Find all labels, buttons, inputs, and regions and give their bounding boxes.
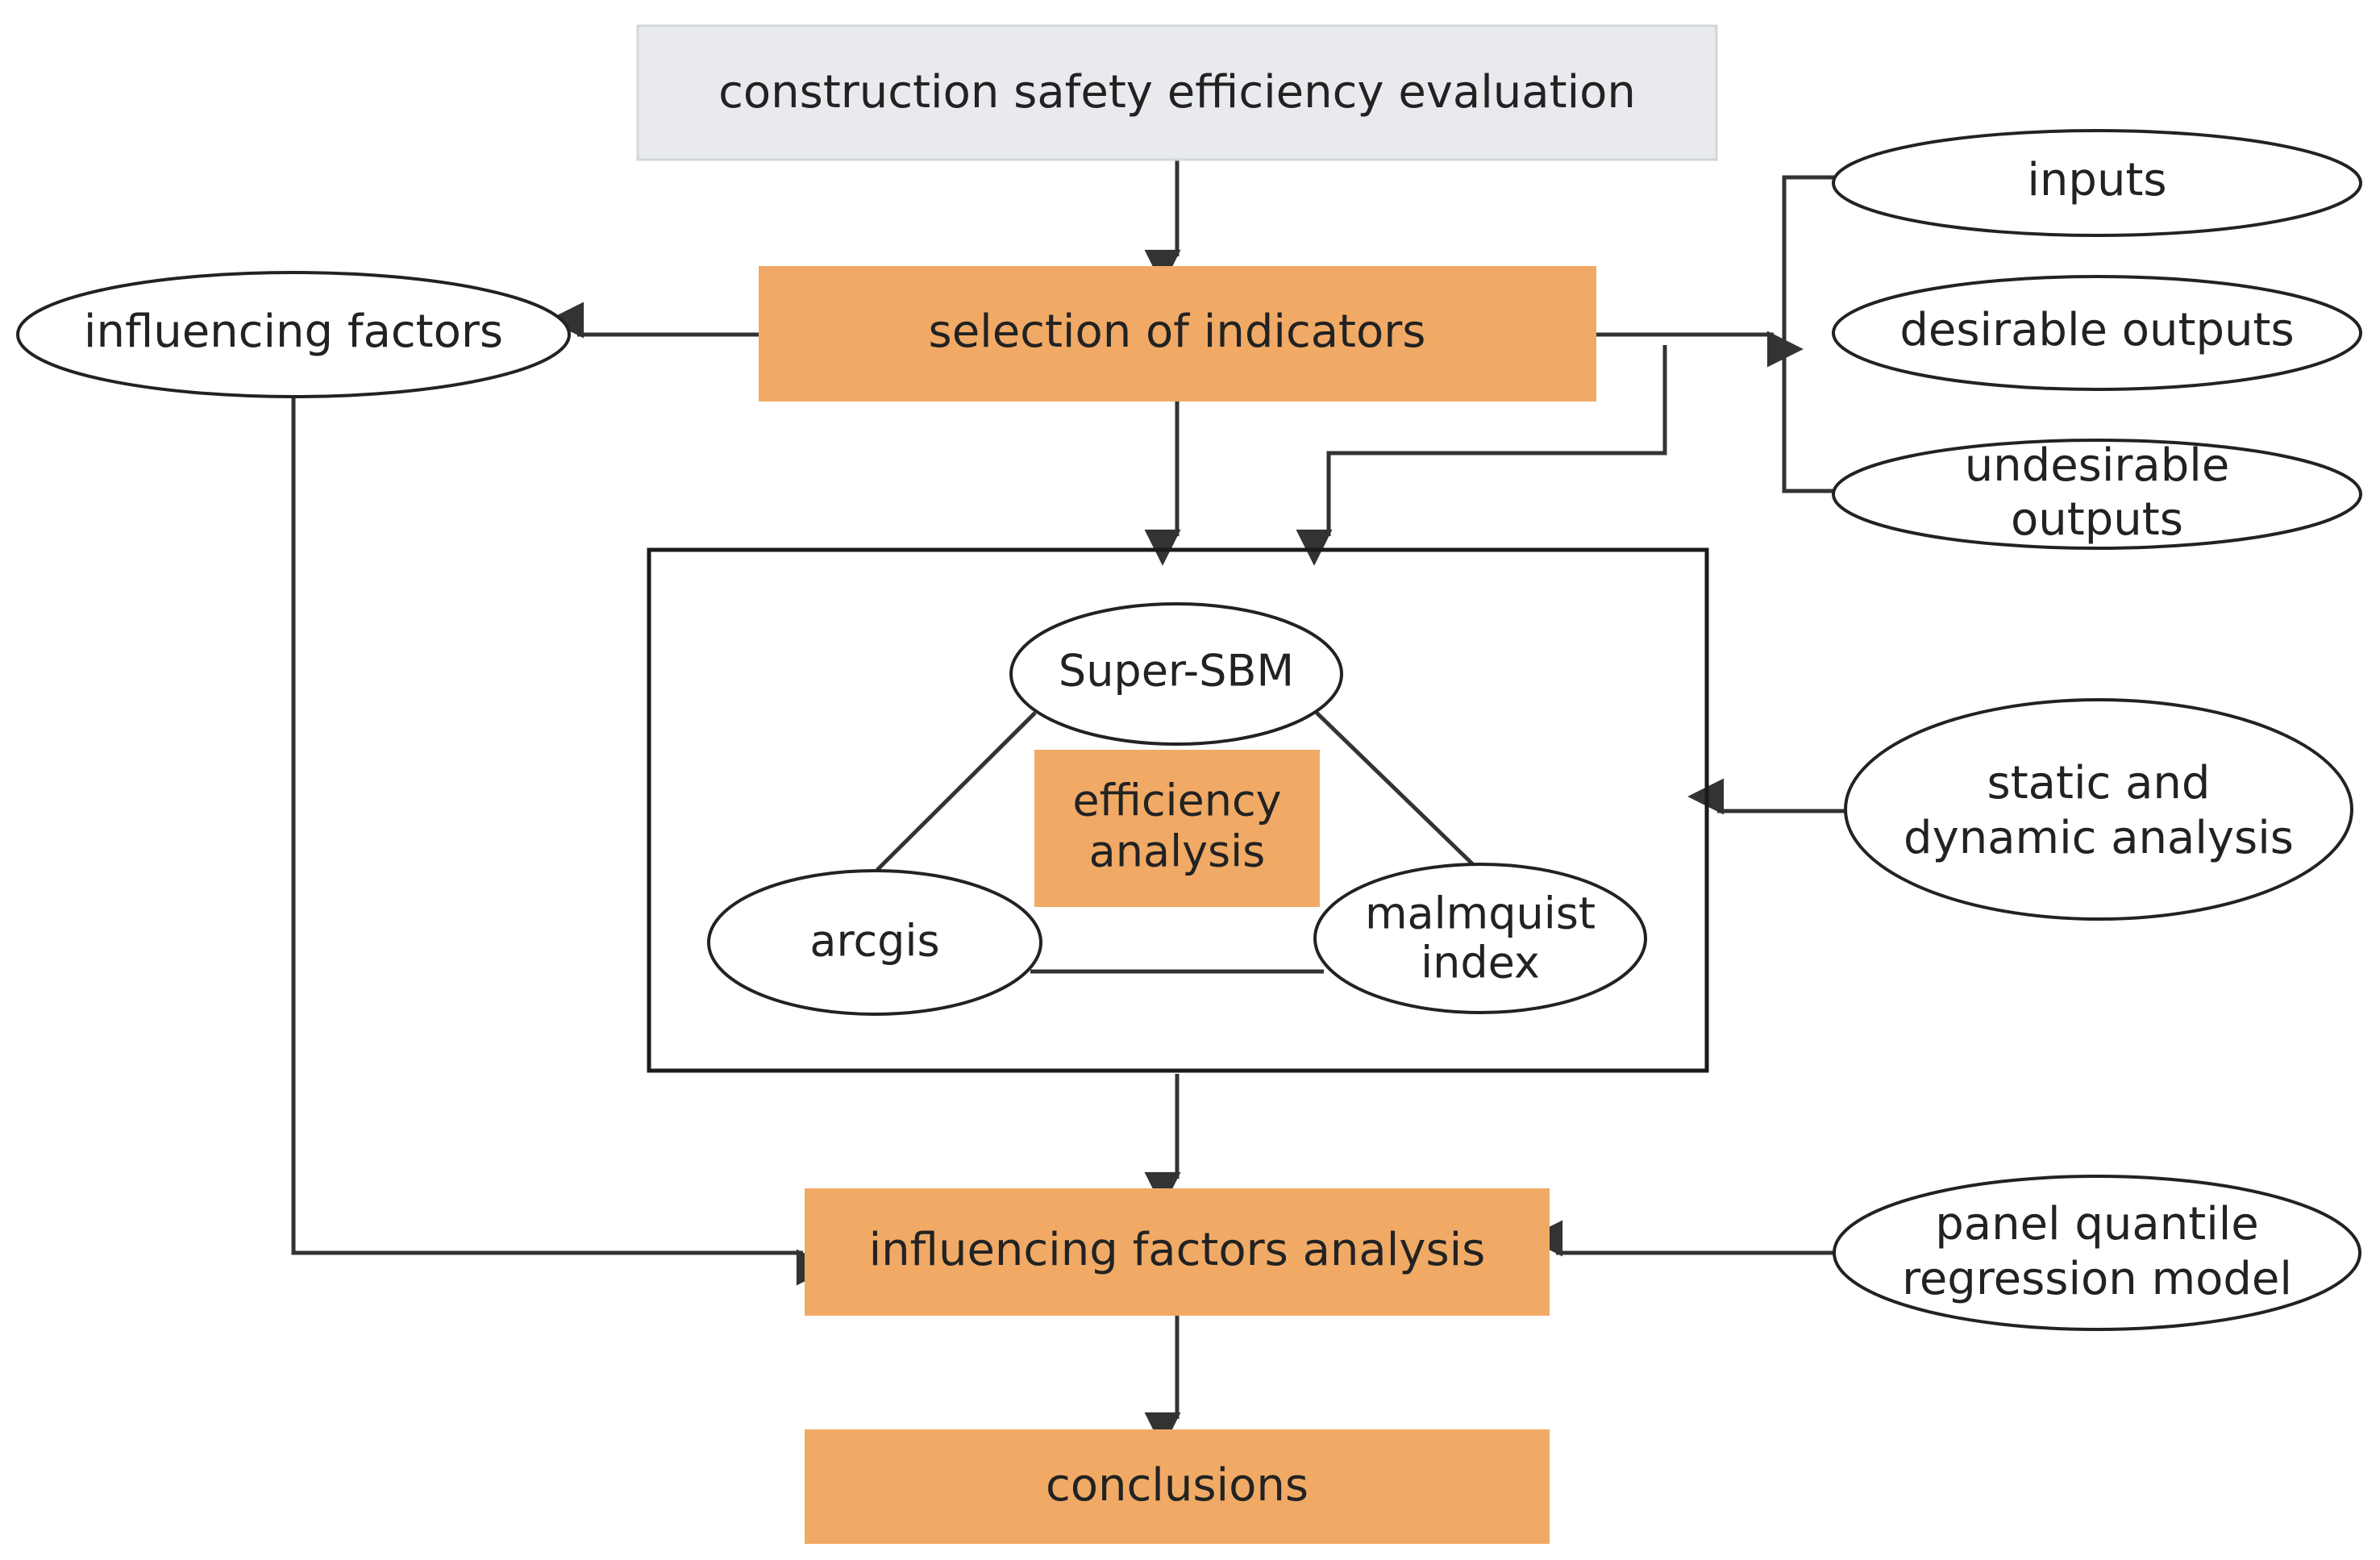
influencing-analysis-node: influencing factors analysis [805,1188,1550,1316]
static-dynamic-label-line1: static and [1987,757,2211,809]
malmquist-node: malmquist index [1313,863,1647,1014]
undesirable-outputs-label-line2: outputs [2011,493,2183,546]
selection-node: selection of indicators [759,266,1596,401]
outputs-bracket [1782,175,1834,493]
desirable-outputs-node: desirable outputs [1832,275,2362,391]
connectors [291,160,1848,1449]
static-dynamic-node: static and dynamic analysis [1844,698,2353,921]
influencing-factors-node: influencing factors [16,271,571,398]
arrow-outputs-to-efficiency-frame [1296,345,1667,566]
panel-quantile-label-line1: panel quantile [1935,1198,2259,1250]
efficiency-analysis-node: efficiency analysis [1034,750,1320,907]
efficiency-analysis-label-line1: efficiency [1072,776,1281,826]
efficiency-analysis-label-line2: analysis [1089,826,1266,877]
selection-label: selection of indicators [929,306,1426,358]
arcgis-label: arcgis [809,916,939,967]
malmquist-label-line1: malmquist [1365,888,1596,939]
conclusions-label: conclusions [1046,1459,1309,1512]
triangle-edge-sbm-malmquist [1315,711,1480,872]
panel-quantile-node: panel quantile regression model [1833,1175,2361,1331]
efficiency-frame [647,547,1709,1073]
evaluation-node: construction safety efficiency evaluatio… [636,24,1718,161]
influencing-analysis-label: influencing factors analysis [869,1224,1486,1276]
static-dynamic-label-line2: dynamic analysis [1904,812,2294,864]
malmquist-label-line2: index [1421,938,1540,988]
inputs-label: inputs [2027,154,2166,206]
influencing-factors-label: influencing factors [84,306,503,358]
conclusions-node: conclusions [805,1429,1550,1544]
super-sbm-label: Super-SBM [1059,646,1294,697]
undesirable-outputs-label-line1: undesirable [1965,439,2230,492]
triangle-edge-sbm-arcgis [876,711,1037,872]
desirable-outputs-label: desirable outputs [1899,304,2294,356]
evaluation-label: construction safety efficiency evaluatio… [718,66,1636,119]
arcgis-node: arcgis [707,869,1042,1016]
arrow-influencing-factors-to-analysis [291,397,833,1286]
panel-quantile-label-line2: regression model [1902,1253,2292,1305]
super-sbm-node: Super-SBM [1009,602,1343,746]
undesirable-outputs-node: undesirable outputs [1832,439,2362,550]
inputs-node: inputs [1832,129,2362,237]
